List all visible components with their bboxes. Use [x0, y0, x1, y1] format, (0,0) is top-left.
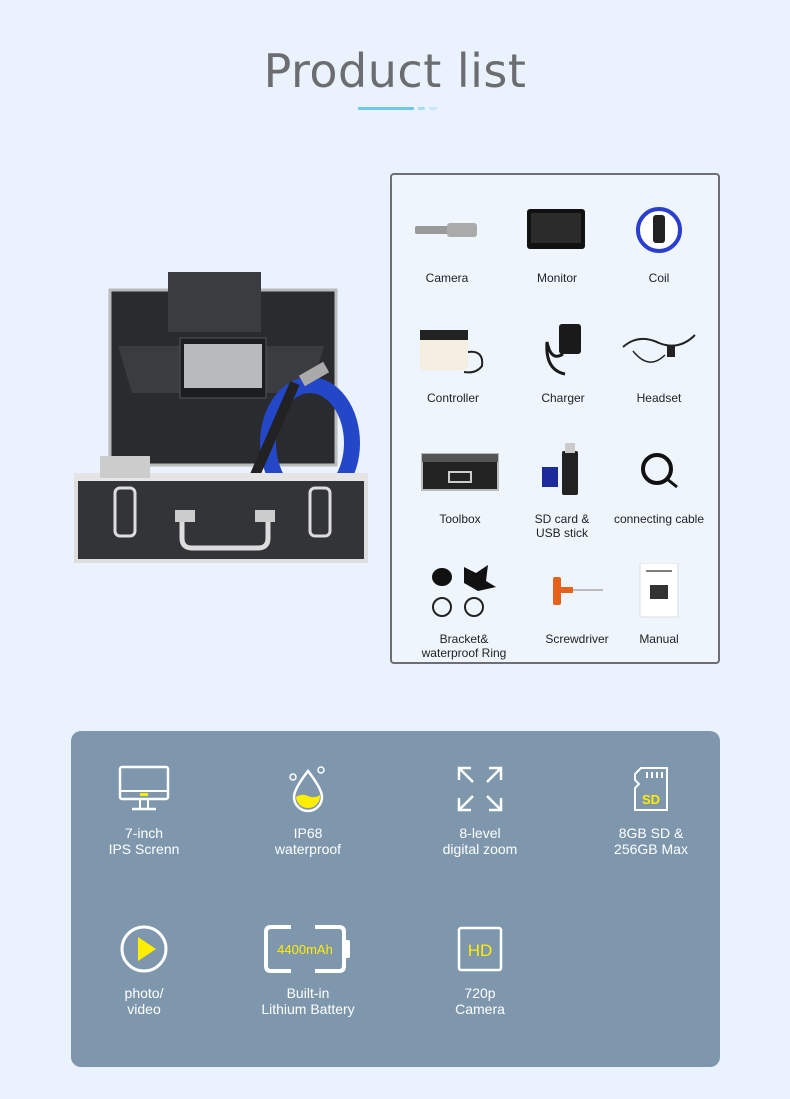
page-title: Product list — [263, 44, 527, 98]
sd-card-icon: SD — [571, 761, 731, 817]
svg-text:SD: SD — [642, 792, 660, 807]
zoom-arrows-icon — [400, 761, 560, 817]
manual-icon — [604, 556, 714, 626]
product-controller: Controller — [398, 315, 508, 405]
feature-sd-storage: SD 8GB SD &256GB Max — [571, 761, 731, 857]
hd-icon: HD — [400, 921, 560, 977]
toolbox-icon — [405, 436, 515, 506]
monitor-icon — [64, 761, 224, 817]
feature-photo-video: photo/video — [64, 921, 224, 1017]
bracket-ring-icon — [409, 556, 519, 626]
product-charger: Charger — [508, 315, 618, 405]
product-toolbox: Toolbox — [405, 436, 515, 526]
product-headset: Headset — [604, 315, 714, 405]
product-connecting-cable: connecting cable — [604, 436, 714, 526]
camera-probe-icon — [392, 195, 502, 265]
pipe-inspection-kit-image — [70, 268, 370, 573]
product-camera: Camera — [392, 195, 502, 285]
battery-icon: 4400mAh — [228, 921, 388, 977]
sd-usb-icon — [507, 436, 617, 506]
svg-text:4400mAh: 4400mAh — [277, 942, 333, 957]
product-sd-usb: SD card &USB stick — [507, 436, 617, 540]
product-list-panel: Camera Monitor Coil Controller Charger H… — [390, 173, 720, 664]
water-drop-icon — [228, 761, 388, 817]
controller-icon — [398, 315, 508, 385]
screwdriver-icon — [522, 556, 632, 626]
charger-icon — [508, 315, 618, 385]
product-bracket-ring: Bracket&waterproof Ring — [409, 556, 519, 660]
play-icon — [64, 921, 224, 977]
coil-icon — [604, 195, 714, 265]
product-coil: Coil — [604, 195, 714, 285]
product-manual: Manual — [604, 556, 714, 646]
product-monitor: Monitor — [502, 195, 612, 285]
product-screwdriver: Screwdriver — [522, 556, 632, 646]
headset-icon — [604, 315, 714, 385]
svg-text:HD: HD — [468, 941, 493, 960]
cable-icon — [604, 436, 714, 506]
monitor-icon — [502, 195, 612, 265]
